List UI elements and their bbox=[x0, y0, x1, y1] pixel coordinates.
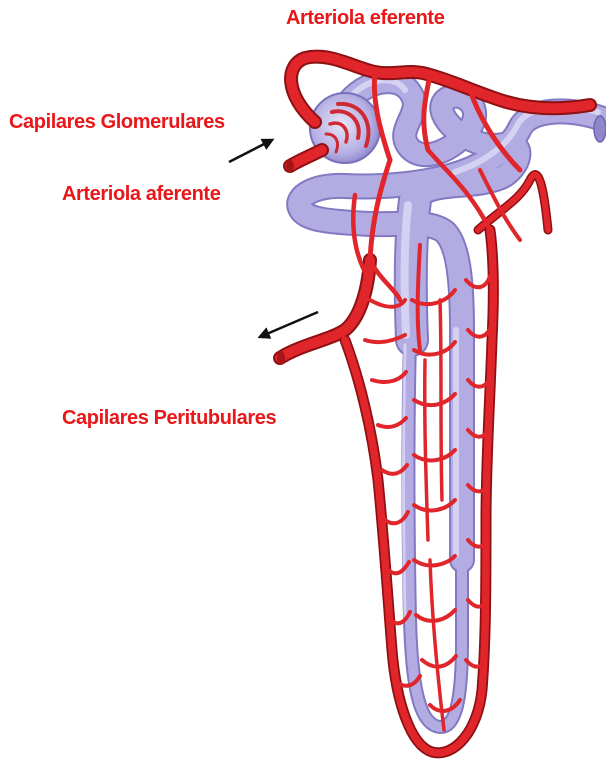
label-arteriola-aferente: Arteriola aferente bbox=[62, 182, 220, 206]
label-arteriola-eferente: Arteriola eferente bbox=[286, 6, 444, 30]
label-capilares-peritubulares: Capilares Peritubulares bbox=[62, 406, 276, 430]
arrow-to-afferent bbox=[229, 141, 270, 162]
label-capilares-glomerulares: Capilares Glomerulares bbox=[9, 110, 225, 134]
arrow-from-peritubular bbox=[262, 312, 318, 336]
